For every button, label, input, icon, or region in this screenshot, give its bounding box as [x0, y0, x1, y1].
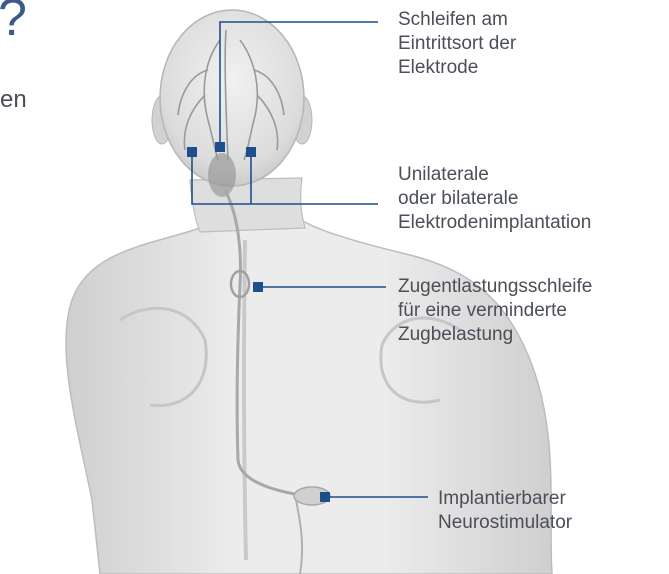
callout-neurostimulator: Implantierbarer Neurostimulator — [438, 487, 572, 535]
marker-neurostimulator — [320, 492, 330, 502]
marker-strain-relief — [253, 282, 263, 292]
callout-line: für eine verminderte — [398, 299, 592, 323]
spine-groove — [244, 240, 246, 560]
callout-entry-loops: Schleifen am Eintrittsort der Elektrode — [398, 8, 516, 80]
callout-line: Unilaterale — [398, 163, 591, 187]
skull-window — [208, 153, 236, 197]
marker-implantation-right — [246, 147, 256, 157]
callout-strain-relief: Zugentlastungsschleife für eine verminde… — [398, 275, 592, 347]
marker-entry-loops — [215, 142, 225, 152]
cropped-heading-glyph: ? — [0, 0, 27, 44]
cropped-text-fragment: en — [0, 86, 27, 114]
callout-line: Elektrode — [398, 56, 516, 80]
marker-implantation-left — [187, 147, 197, 157]
callout-line: Implantierbarer — [438, 487, 572, 511]
callout-line: Zugbelastung — [398, 323, 592, 347]
callout-line: Elektrodenimplantation — [398, 211, 591, 235]
callout-line: Eintrittsort der — [398, 32, 516, 56]
callout-line: oder bilaterale — [398, 187, 591, 211]
callout-line: Schleifen am — [398, 8, 516, 32]
callout-line: Neurostimulator — [438, 511, 572, 535]
callout-line: Zugentlastungsschleife — [398, 275, 592, 299]
callout-implantation: Unilaterale oder bilaterale Elektrodenim… — [398, 163, 591, 235]
neck-shape — [190, 178, 305, 232]
